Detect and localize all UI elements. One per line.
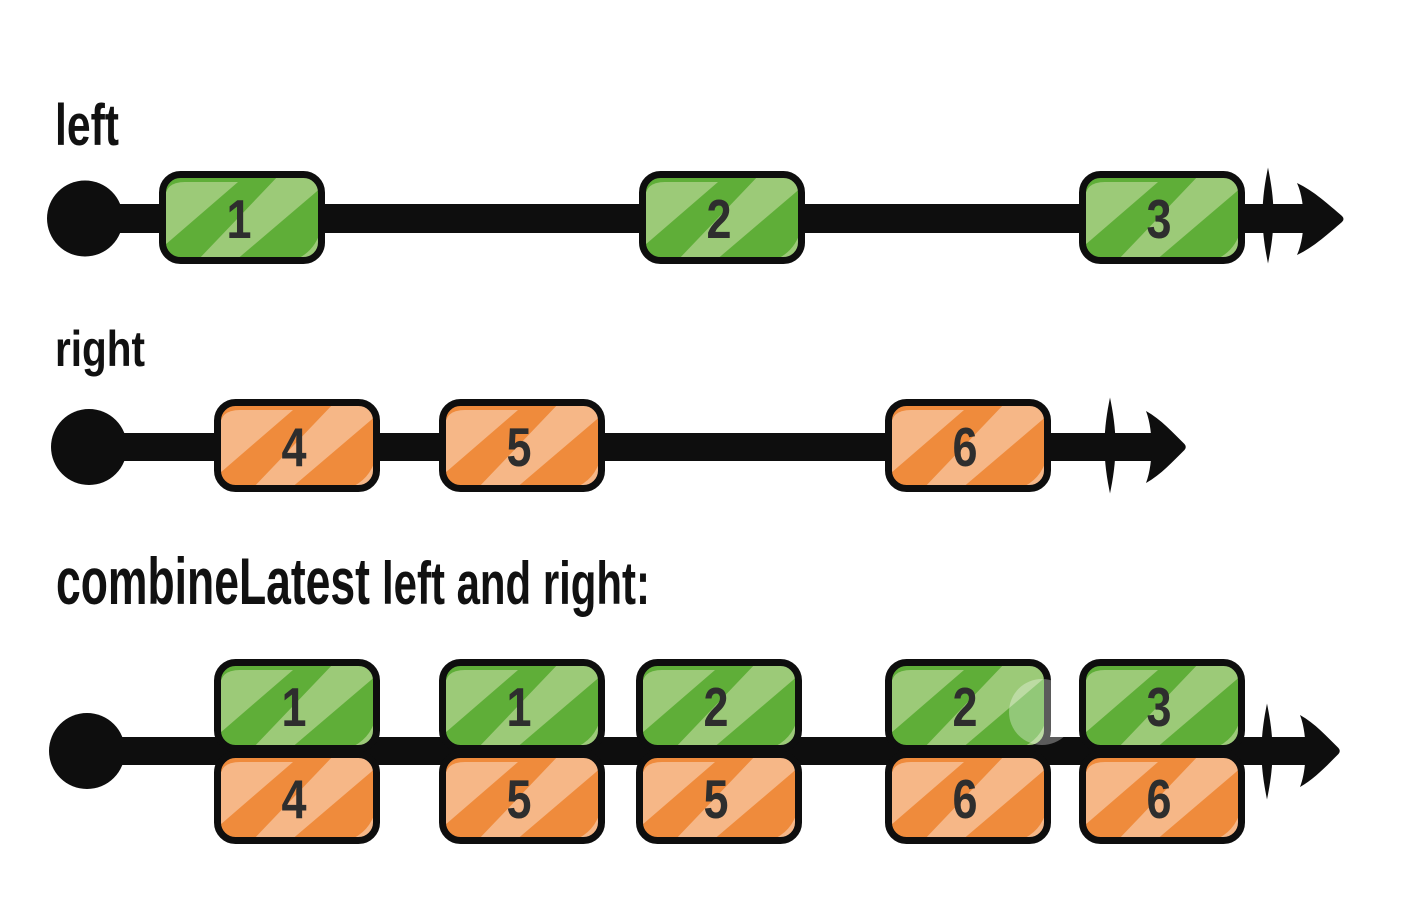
svg-text:5: 5: [507, 416, 532, 478]
svg-text:6: 6: [953, 416, 978, 478]
svg-text:2: 2: [953, 676, 978, 738]
svg-text:left: left: [55, 93, 119, 158]
svg-text:2: 2: [704, 676, 729, 738]
svg-text:3: 3: [1147, 188, 1172, 250]
svg-text:3: 3: [1147, 676, 1172, 738]
svg-text:left and right:: left and right:: [382, 550, 650, 617]
svg-text:6: 6: [1147, 768, 1172, 830]
svg-text:5: 5: [507, 768, 532, 830]
svg-text:1: 1: [227, 188, 252, 250]
svg-text:1: 1: [507, 676, 532, 738]
svg-text:2: 2: [707, 188, 732, 250]
svg-text:5: 5: [704, 768, 729, 830]
svg-text:1: 1: [282, 676, 307, 738]
svg-text:combineLatest: combineLatest: [56, 544, 370, 618]
svg-text:6: 6: [953, 768, 978, 830]
svg-text:4: 4: [282, 416, 307, 478]
svg-text:right: right: [55, 321, 145, 377]
svg-text:4: 4: [282, 768, 307, 830]
